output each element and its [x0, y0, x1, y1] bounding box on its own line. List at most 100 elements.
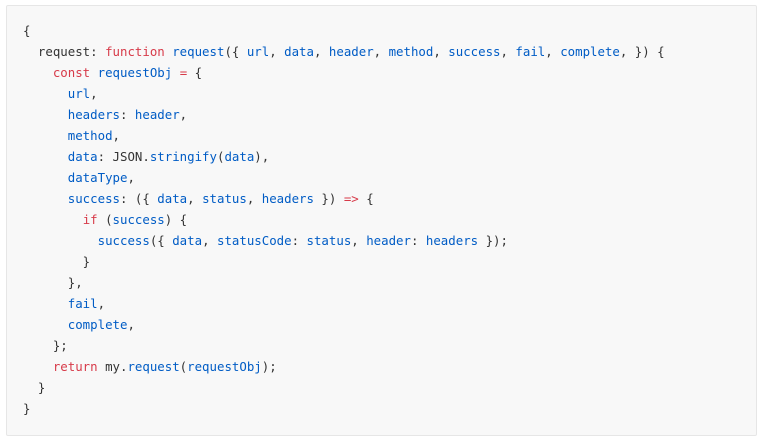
code-punctuation: [23, 65, 53, 80]
code-punctuation: ,: [112, 128, 120, 143]
code-identifier: fail: [67, 296, 98, 311]
code-punctuation: [23, 44, 38, 59]
code-punctuation: [23, 107, 68, 122]
code-line: headers: header,: [23, 104, 756, 125]
code-punctuation: [23, 212, 83, 227]
code-punctuation: ({: [224, 44, 247, 59]
code-identifier: fail: [515, 44, 546, 59]
code-punctuation: :: [291, 233, 307, 248]
code-punctuation: },: [23, 275, 83, 290]
code-punctuation: }: [23, 401, 31, 416]
code-identifier: data: [67, 149, 98, 164]
code-line: {: [23, 20, 756, 41]
code-punctuation: ,: [97, 296, 106, 311]
code-line: method,: [23, 125, 756, 146]
code-identifier: headers: [261, 191, 314, 206]
code-punctuation: : JSON.: [97, 149, 150, 164]
code-identifier: data: [172, 233, 203, 248]
code-identifier: headers: [67, 107, 120, 122]
code-line: success({ data, statusCode: status, head…: [23, 230, 756, 251]
code-punctuation: (: [179, 359, 188, 374]
code-identifier: success: [448, 44, 501, 59]
code-punctuation: ),: [254, 149, 270, 164]
code-identifier: data: [284, 44, 314, 59]
code-line: };: [23, 335, 756, 356]
code-keyword: return: [52, 359, 98, 374]
code-identifier: statusCode: [216, 233, 292, 248]
code-punctuation: [23, 359, 53, 374]
code-line: if (success) {: [23, 209, 756, 230]
code-punctuation: }: [23, 254, 91, 269]
code-function-name: request: [172, 44, 225, 59]
code-punctuation: (: [97, 212, 113, 227]
code-identifier: url: [246, 44, 270, 59]
code-punctuation: ,: [127, 317, 135, 332]
code-punctuation: {: [187, 65, 203, 80]
code-punctuation: [23, 191, 68, 206]
code-punctuation: ,: [313, 44, 329, 59]
code-punctuation: ,: [187, 191, 203, 206]
code-punctuation: [23, 86, 68, 101]
code-identifier: data: [157, 191, 188, 206]
code-identifier: headers: [425, 233, 479, 248]
code-line: url,: [23, 83, 756, 104]
code-punctuation: [23, 296, 68, 311]
code-keyword: =>: [343, 191, 359, 206]
code-punctuation: :: [119, 107, 135, 122]
code-line: success: ({ data, status, headers }) => …: [23, 188, 756, 209]
code-identifier: status: [202, 191, 247, 206]
code-punctuation: [23, 317, 68, 332]
code-punctuation: [23, 170, 68, 185]
code-punctuation: ) {: [164, 212, 188, 227]
code-line: },: [23, 272, 756, 293]
code-keyword: const: [52, 65, 91, 80]
code-line: }: [23, 398, 756, 419]
code-punctuation: [23, 149, 68, 164]
code-punctuation: ,: [246, 191, 262, 206]
code-identifier: complete: [67, 317, 128, 332]
code-line: dataType,: [23, 167, 756, 188]
code-punctuation: {: [358, 191, 374, 206]
code-function-name: success: [97, 233, 150, 248]
code-line: complete,: [23, 314, 756, 335]
code-punctuation: [90, 65, 97, 80]
code-punctuation: [172, 65, 179, 80]
code-identifier: header: [328, 44, 374, 59]
code-punctuation: ({: [149, 233, 173, 248]
code-line: request: function request({ url, data, h…: [23, 41, 756, 62]
code-line: fail,: [23, 293, 756, 314]
code-punctuation: [23, 233, 98, 248]
code-punctuation: );: [261, 359, 277, 374]
code-block: { request: function request({ url, data,…: [6, 5, 757, 436]
code-punctuation: ,: [179, 107, 188, 122]
code-punctuation: ,: [373, 44, 389, 59]
code-keyword: function: [105, 44, 165, 59]
code-lines: { request: function request({ url, data,…: [23, 20, 756, 419]
code-punctuation: ,: [202, 233, 217, 248]
code-identifier: method: [388, 44, 434, 59]
code-function-name: request: [127, 359, 180, 374]
code-punctuation: ,: [545, 44, 561, 59]
code-keyword: if: [82, 212, 98, 227]
code-punctuation: , }) {: [619, 44, 665, 59]
code-punctuation: }: [23, 380, 46, 395]
code-punctuation: });: [478, 233, 508, 248]
code-punctuation: ,: [433, 44, 449, 59]
code-identifier: success: [112, 212, 165, 227]
code-keyword: =: [179, 65, 188, 80]
code-line: const requestObj = {: [23, 62, 756, 83]
code-punctuation: ,: [500, 44, 516, 59]
code-punctuation: {: [23, 23, 31, 38]
code-punctuation: ,: [351, 233, 367, 248]
code-identifier: header: [366, 233, 411, 248]
code-identifier: requestObj: [187, 359, 262, 374]
code-punctuation: }): [313, 191, 344, 206]
code-punctuation: my.: [97, 359, 128, 374]
code-identifier: success: [67, 191, 120, 206]
code-punctuation: ,: [127, 170, 135, 185]
code-punctuation: : ({: [119, 191, 158, 206]
code-identifier: complete: [560, 44, 620, 59]
code-punctuation: ,: [90, 86, 98, 101]
code-punctuation: [23, 128, 68, 143]
code-line: data: JSON.stringify(data),: [23, 146, 756, 167]
